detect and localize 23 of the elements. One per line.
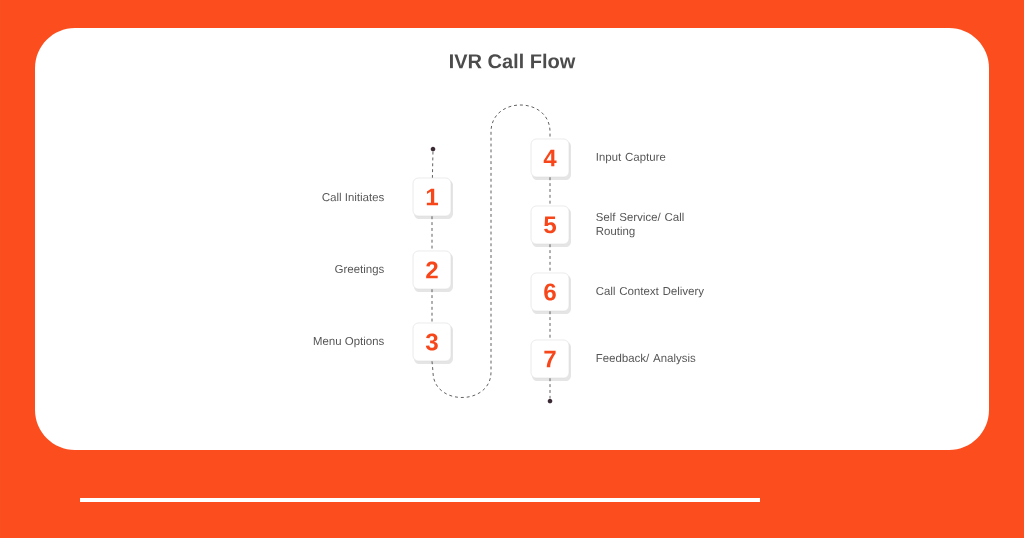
step-label: Greetings: [335, 264, 384, 276]
step-label: Self Service/ Call Routing: [596, 212, 684, 238]
connector-line: [549, 310, 551, 341]
step-box: 4: [530, 138, 571, 180]
step-box: 7: [530, 339, 571, 381]
step-label: Input Capture: [596, 152, 666, 164]
step-label: Call Context Delivery: [596, 286, 704, 298]
step-label: Call Initiates: [322, 192, 384, 202]
step-box: 1: [412, 177, 453, 219]
title: IVR Call Flow: [450, 53, 576, 69]
step-box: 2: [412, 250, 453, 292]
connector-line: [549, 176, 551, 207]
connector-line: [549, 377, 551, 399]
connector-line: [431, 151, 434, 179]
step-box: 6: [530, 272, 571, 314]
connector-line: [431, 215, 433, 252]
step-label: Menu Options: [313, 336, 384, 348]
connector-line: [431, 288, 433, 324]
step-box: 3: [412, 322, 453, 364]
connector-line: [549, 243, 551, 274]
step-label: Feedback/ Analysis: [596, 353, 696, 365]
connector-line: [431, 104, 551, 398]
step-box: 5: [530, 205, 571, 247]
